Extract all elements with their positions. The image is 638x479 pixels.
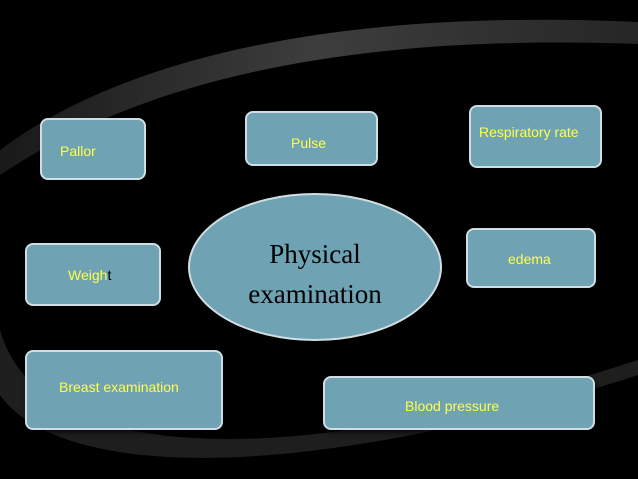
edema-box: edema [466, 228, 596, 288]
breast-examination-label: Breast examination [59, 379, 179, 395]
pulse-box: Pulse [245, 111, 378, 166]
weight-box: Weight [25, 243, 161, 306]
blood-pressure-label: Blood pressure [405, 398, 500, 414]
blood-pressure-box: Blood pressure [323, 376, 595, 430]
respiratory-rate-label: Respiratory rate [479, 124, 579, 140]
physical-examination-ellipse: Physical examination [188, 193, 442, 341]
weight-label-main: Weigh [68, 267, 108, 283]
center-label-line2: examination [248, 279, 382, 309]
weight-label: Weight [68, 267, 111, 283]
breast-examination-box: Breast examination [25, 350, 223, 430]
pallor-box: Pallor [40, 118, 146, 180]
pallor-label: Pallor [60, 143, 96, 159]
weight-label-tail: t [107, 267, 112, 283]
pulse-label: Pulse [291, 135, 327, 151]
respiratory-rate-box: Respiratory rate [469, 105, 602, 168]
edema-label: edema [508, 251, 551, 267]
center-label-line1: Physical [269, 239, 361, 269]
